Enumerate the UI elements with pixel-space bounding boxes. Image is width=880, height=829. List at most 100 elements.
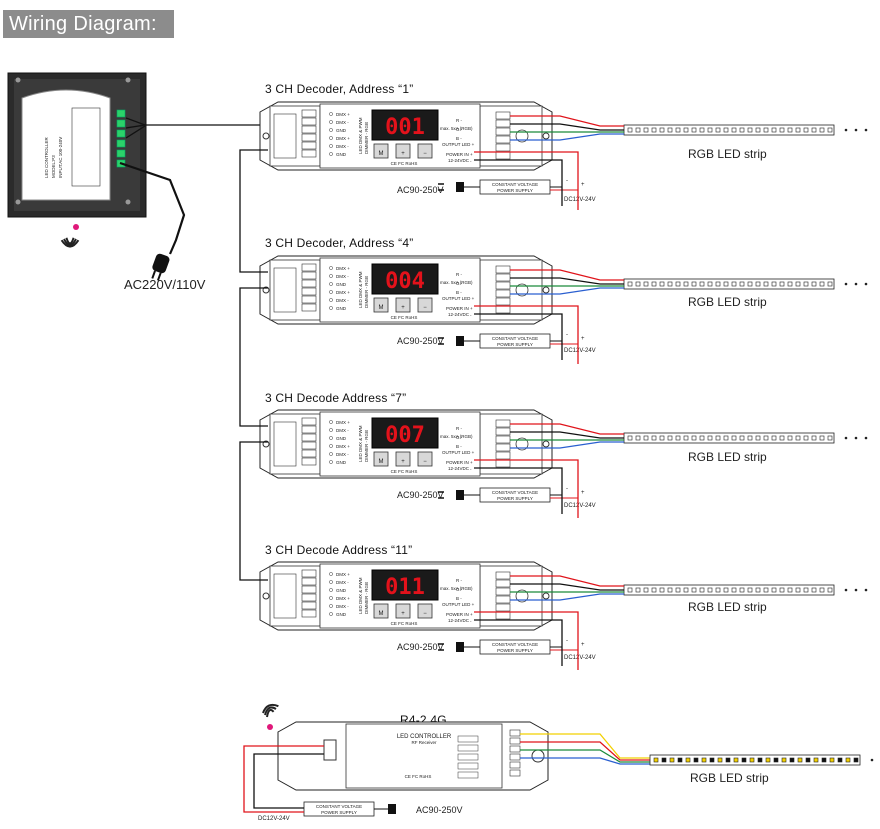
dmx-terminal-dot-0: [329, 420, 333, 424]
controller-terminal-2: [116, 129, 126, 138]
led-chip-15: [747, 281, 753, 287]
led-chip-24: [819, 435, 825, 441]
power-feed-black: [474, 467, 563, 514]
receiver-output-terminal-1: [509, 737, 521, 745]
psu-plug-icon: [456, 336, 464, 346]
diagram-title: Wiring Diagram:: [3, 10, 174, 38]
decoder-right-block: [479, 259, 543, 321]
output-terminal-3: [495, 443, 511, 452]
mains-label: AC220V/110V: [124, 277, 206, 292]
led-chip-15: [747, 587, 753, 593]
led-chip-25: [827, 587, 833, 593]
led-chip-17: [763, 127, 769, 133]
voltage-label: 12-24VDC: [448, 312, 470, 317]
led-chip-17: [789, 757, 795, 763]
led-chip-17: [763, 587, 769, 593]
dmx-terminal-2: [301, 279, 317, 288]
output-terminal-5: [495, 459, 511, 468]
led-chip-23: [811, 587, 817, 593]
receiver-title-line-1: LED CONTROLLER: [397, 734, 452, 740]
dmx-terminal-dot-2: [329, 436, 333, 440]
psu-input-4: AC90-250V: [397, 336, 444, 346]
mount-hole-left: [262, 440, 270, 448]
controller-terminal-4: [116, 149, 126, 158]
decoder-button-label-0: M: [379, 151, 384, 157]
dmx-chain-1-4: [239, 149, 268, 273]
led-chip-16: [755, 587, 761, 593]
dc-label-4: DC12V-24V: [564, 348, 596, 354]
output-terminal-3: [495, 595, 511, 604]
output-terminal-4: [495, 603, 511, 612]
mount-hole-left: [262, 592, 270, 600]
output-connector: [515, 437, 529, 451]
dmx-terminal-2: [301, 433, 317, 442]
dmx-terminal-dot-4: [329, 144, 333, 148]
address-display: [371, 109, 439, 141]
led-chip-18: [771, 435, 777, 441]
led-chip-6: [675, 435, 681, 441]
led-chip-22: [829, 757, 835, 763]
output-terminal-2: [495, 127, 511, 136]
power-minus-label: -: [470, 467, 472, 472]
controller-panel-text-0: LED CONTROLLER: [44, 136, 49, 178]
controller-label-card: [21, 89, 111, 201]
power-minus-label: -: [470, 619, 472, 624]
decoder-button-label-0: M: [379, 611, 384, 617]
panel-screw-3: [125, 199, 131, 205]
led-chip-25: [827, 281, 833, 287]
decoder-button-label-1: +: [401, 611, 405, 617]
dmx-terminal-dot-4: [329, 452, 333, 456]
led-chip-19: [779, 127, 785, 133]
led-chip-13: [757, 757, 763, 763]
led-chip-9: [699, 587, 705, 593]
output-led-label: OUTPUT LED +: [442, 296, 475, 301]
led-chip-3: [651, 127, 657, 133]
controller-panel-text-2: INPUT:AC 100-240V: [58, 137, 63, 178]
dmx-terminal-0: [301, 109, 317, 118]
voltage-label: 12-24VDC: [448, 158, 470, 163]
led-chip-2: [643, 587, 649, 593]
address-display-digits: 004: [385, 269, 425, 294]
receiver-output-terminal-3: [509, 753, 521, 761]
receiver-output-terminal-5: [509, 769, 521, 777]
strip-continue-dot-1: [854, 436, 858, 440]
led-chip-18: [771, 587, 777, 593]
dmx-terminal-3: [301, 593, 317, 602]
rf-signal-icon: [262, 703, 279, 718]
decoder-button-label-0: M: [379, 305, 384, 311]
led-chip-13: [731, 281, 737, 287]
led-chip-9: [699, 281, 705, 287]
led-chip-5: [667, 435, 673, 441]
led-chip-14: [739, 587, 745, 593]
decoder-button-label-2: −: [423, 459, 427, 465]
dmx-terminal-label-1: DMX -: [336, 580, 349, 585]
decoder-model-text-0: LED DMX & PWM: [358, 271, 363, 308]
rf-arc-0: [266, 709, 275, 718]
led-chip-8: [691, 127, 697, 133]
output-terminal-4: [495, 297, 511, 306]
rj45-block: [273, 113, 297, 159]
led-chip-11: [741, 757, 747, 763]
led-chip-19: [779, 435, 785, 441]
dmx-terminal-5: [301, 457, 317, 466]
dmx-terminal-label-3: DMX +: [336, 136, 350, 141]
output-b-label: B -: [456, 596, 462, 601]
address-display: [371, 569, 439, 601]
controller-to-decoder-1-wire-c: [125, 125, 146, 139]
receiver-output-terminal-0: [509, 729, 521, 737]
led-chip-21: [821, 757, 827, 763]
decoder-button-2: [417, 451, 433, 467]
output-connector: [515, 589, 529, 603]
led-chip-19: [779, 587, 785, 593]
wire-blue: [510, 287, 624, 295]
led-chip-13: [731, 127, 737, 133]
led-chip-12: [723, 127, 729, 133]
rgb-led-strip: [623, 584, 868, 596]
wire-black: [510, 583, 624, 591]
led-chip-3: [651, 435, 657, 441]
dmx-chain-4-7: [239, 287, 268, 427]
